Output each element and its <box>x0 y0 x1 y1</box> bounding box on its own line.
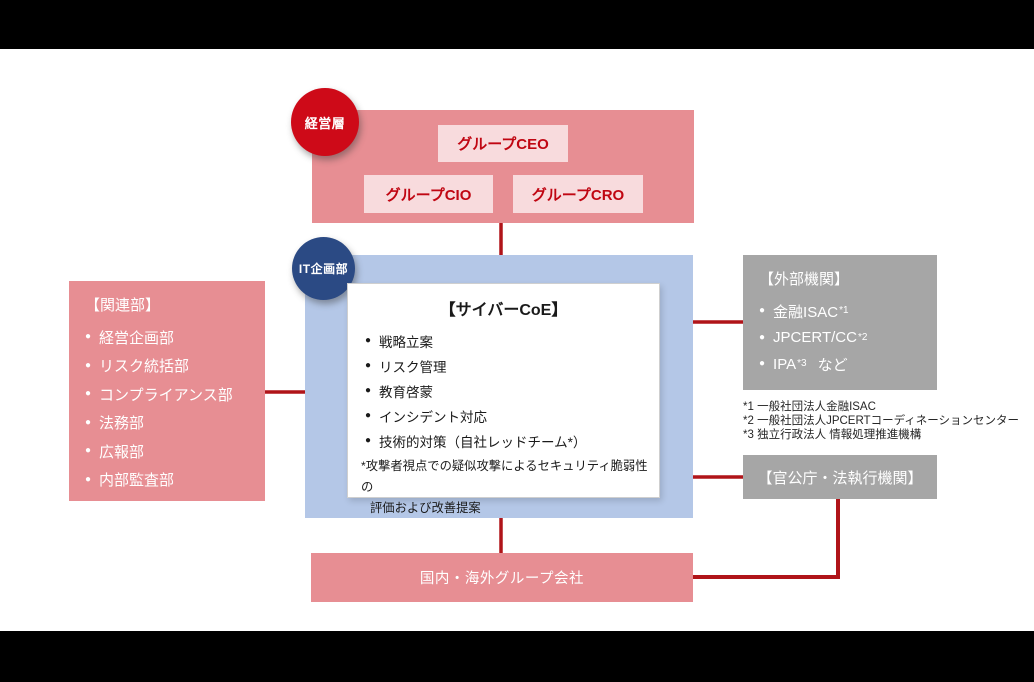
cyber-coe-box: 【サイバーCoE】 ● 戦略立案 ● リスク管理 ● 教育啓蒙 ● インシデント… <box>347 283 660 515</box>
cyber-coe-list: ● 戦略立案 ● リスク管理 ● 教育啓蒙 ● インシデント対応 ● 技術的対策… <box>365 328 659 453</box>
footnote-line: *1 一般社団法人金融ISAC <box>743 401 876 413</box>
coe-footnote-line: *攻撃者視点での疑似攻撃によるセキュリティ脆弱性の <box>361 459 648 494</box>
group-companies-label: 国内・海外グループ会社 <box>419 571 585 587</box>
related-departments-title: 【関連部】 <box>85 297 161 314</box>
related-dept-item: ● 法務部 <box>85 409 265 438</box>
footnote-line: *2 一般社団法人JPCERTコーディネーションセンター <box>743 414 1020 427</box>
related-departments-box: 【関連部】 ● 経営企画部 ● リスク統括部 ● コンプライアンス部 ● 法務部… <box>69 281 265 501</box>
coe-list-item: ● 教育啓蒙 <box>365 378 659 403</box>
government-agencies-label: 【官公庁・法執行機関】 <box>757 469 923 487</box>
group-companies-box: 国内・海外グループ会社 <box>311 553 693 602</box>
bullet-icon: ● <box>85 359 92 371</box>
coe-item-label: インシデント対応 <box>379 409 488 425</box>
cyber-coe-title: 【サイバーCoE】 <box>439 302 568 319</box>
external-organizations-box: 【外部機関】 ● 金融ISAC *1 ● JPCERT/CC *2 ● IPA … <box>743 255 937 390</box>
bullet-icon: ● <box>759 331 766 343</box>
government-agencies-box: 【官公庁・法執行機関】 <box>743 455 937 499</box>
external-org-item: ● IPA *3 など <box>759 351 937 378</box>
bullet-icon: ● <box>759 358 766 370</box>
coe-list-item: ● 戦略立案 <box>365 328 659 353</box>
bullet-icon: ● <box>365 359 372 371</box>
external-org-footnote-marker: *3 <box>797 358 807 370</box>
external-org-label: IPA <box>773 355 797 373</box>
bullet-icon: ● <box>85 416 92 428</box>
related-dept-label: リスク統括部 <box>99 358 190 376</box>
coe-item-label: 教育啓蒙 <box>379 384 434 400</box>
management-badge: 経営層 <box>291 88 359 156</box>
related-dept-item: ● 経営企画部 <box>85 323 265 352</box>
related-dept-label: 内部監査部 <box>99 472 175 490</box>
related-dept-item: ● コンプライアンス部 <box>85 380 265 409</box>
external-organizations-title: 【外部機関】 <box>759 271 850 288</box>
related-dept-label: 経営企画部 <box>99 329 175 347</box>
related-dept-label: 法務部 <box>99 415 145 433</box>
external-org-item: ● 金融ISAC *1 <box>759 298 937 325</box>
coe-footnote: *攻撃者視点での疑似攻撃によるセキュリティ脆弱性の 評価および改善提案 <box>361 456 659 519</box>
footnote-line: *3 独立行政法人 情報処理推進機構 <box>743 428 922 441</box>
coe-list-item: ● リスク管理 <box>365 353 659 378</box>
bullet-icon: ● <box>365 409 372 421</box>
bullet-icon: ● <box>85 445 92 457</box>
coe-list-item: ● 技術的対策（自社レッドチーム*） <box>365 428 659 453</box>
bullet-icon: ● <box>365 434 372 446</box>
bullet-icon: ● <box>365 334 372 346</box>
external-org-label: 金融ISAC <box>773 303 839 321</box>
management-badge-label: 経営層 <box>304 115 346 131</box>
related-dept-item: ● 広報部 <box>85 437 265 466</box>
it-planning-badge-label: IT企画部 <box>298 262 349 276</box>
coe-list-item: ● インシデント対応 <box>365 403 659 428</box>
related-departments-list: ● 経営企画部 ● リスク統括部 ● コンプライアンス部 ● 法務部 ● 広報部… <box>85 323 265 494</box>
connector-government-group <box>691 497 840 579</box>
coe-item-label: 技術的対策（自社レッドチーム*） <box>379 434 587 450</box>
coe-item-label: リスク管理 <box>379 359 447 375</box>
it-planning-badge: IT企画部 <box>292 237 355 300</box>
footnotes-block: *1 一般社団法人金融ISAC *2 一般社団法人JPCERTコーディネーション… <box>743 401 1033 442</box>
group-cro-box: グループCRO <box>513 175 643 213</box>
bullet-icon: ● <box>85 331 92 343</box>
related-dept-label: 広報部 <box>99 443 145 461</box>
bullet-icon: ● <box>85 388 92 400</box>
external-org-item: ● JPCERT/CC *2 <box>759 325 937 352</box>
related-dept-label: コンプライアンス部 <box>99 386 233 404</box>
group-cro-label: グループCRO <box>531 186 625 204</box>
external-org-suffix: など <box>817 356 848 374</box>
coe-item-label: 戦略立案 <box>379 334 434 350</box>
related-dept-item: ● 内部監査部 <box>85 466 265 495</box>
bullet-icon: ● <box>85 473 92 485</box>
related-dept-item: ● リスク統括部 <box>85 352 265 381</box>
bullet-icon: ● <box>759 305 766 317</box>
coe-footnote-line: 評価および改善提案 <box>370 501 481 515</box>
external-org-label: JPCERT/CC <box>773 329 857 347</box>
external-organizations-list: ● 金融ISAC *1 ● JPCERT/CC *2 ● IPA *3 など <box>759 298 937 378</box>
group-cio-label: グループCIO <box>385 186 472 204</box>
bullet-icon: ● <box>365 384 372 396</box>
group-ceo-box: グループCEO <box>438 125 568 162</box>
group-ceo-label: グループCEO <box>457 136 549 153</box>
external-org-footnote-marker: *2 <box>857 331 868 343</box>
external-org-footnote-marker: *1 <box>839 305 849 317</box>
group-cio-box: グループCIO <box>364 175 493 213</box>
